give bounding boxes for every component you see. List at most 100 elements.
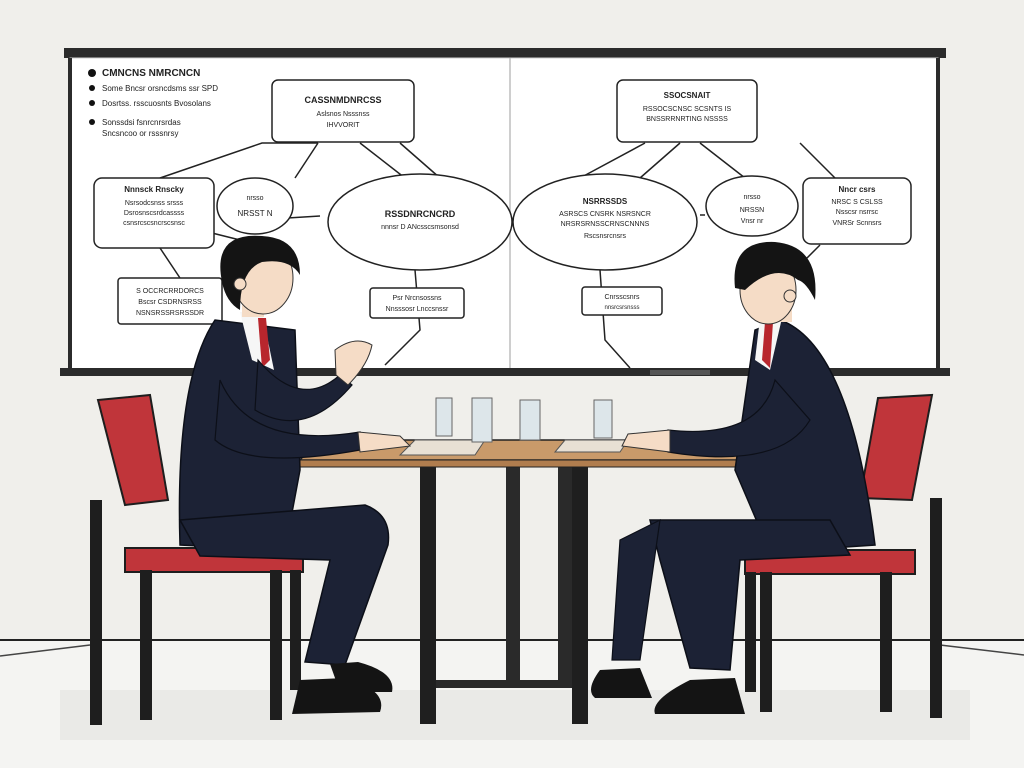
chair-leg	[745, 572, 756, 692]
bullet-list: CMNCNS NMRCNCN Some Bncsr orsncdsms ssr …	[88, 68, 218, 138]
node-line: nnnsr D ANcsscsmsonsd	[381, 224, 459, 231]
node-title: CASSNMDNRCSS	[304, 95, 381, 105]
glass	[471, 397, 493, 443]
node-line: ASRSCS CNSRK NSRSNCR	[559, 211, 651, 218]
node-line: Vnsr nr	[741, 218, 764, 225]
shoe	[591, 668, 652, 698]
node-title: NSRRSSDS	[583, 197, 628, 206]
node-left	[93, 177, 215, 249]
node-line: IHVVORIT	[326, 122, 360, 129]
chair-leg	[270, 570, 282, 720]
node-title: RSSDNRCNCRD	[385, 209, 456, 219]
bullet-4: Sonssdsi fsnrcnrsrdas	[102, 118, 181, 127]
node-small-oval	[216, 177, 294, 235]
node-title: nrsso	[246, 195, 263, 202]
table-leg	[572, 462, 588, 724]
chair-leg	[930, 498, 942, 718]
node-title: Nnnsck Rnscky	[124, 185, 184, 194]
node-title: Psr Nrcnsossns	[392, 295, 442, 302]
tie	[762, 322, 773, 368]
whiteboard-tray	[60, 368, 950, 376]
tie	[258, 318, 270, 368]
glass	[435, 397, 453, 437]
hand-raised	[334, 340, 373, 386]
node-line: NSNSRSSRSRSSDR	[136, 310, 204, 317]
trousers	[649, 519, 852, 671]
node-small-oval-right	[705, 175, 799, 237]
chair-leg	[140, 570, 152, 720]
bullet-5: Sncsncoo or rsssnrsy	[102, 129, 178, 138]
hand-forward	[621, 429, 671, 453]
left-mind-map: CASSNMDNRCSS Aslsnos Nsssnss IHVVORIT Nn…	[93, 79, 513, 325]
node-central-right	[512, 173, 698, 271]
trousers-leg	[611, 518, 661, 661]
table-leg	[420, 462, 436, 724]
node-right	[802, 177, 912, 245]
bullet-1: CMNCNS NMRCNCN	[102, 68, 200, 79]
node-line: Rscsnsrcnsrs	[584, 233, 627, 240]
trousers	[178, 504, 390, 666]
node-center-bottom-right	[581, 286, 663, 316]
shoe	[330, 662, 393, 692]
bullet-dot	[88, 69, 96, 77]
chair-leg	[760, 572, 772, 712]
node-line: NRSST N	[238, 209, 273, 218]
bullet-2: Some Bncsr orsncdsms ssr SPD	[102, 84, 218, 93]
glasses	[435, 397, 613, 443]
node-line: NRSC S CSLSS	[831, 199, 883, 206]
glass	[593, 399, 613, 439]
marker	[650, 370, 710, 375]
right-mind-map: SSOCSNAIT RSSOCSCNSC SCSNTS IS BNSSRRNRT…	[512, 79, 912, 316]
node-title: Nncr csrs	[839, 185, 876, 194]
node-line: Nnsssosr Lnccsnssr	[386, 306, 449, 313]
chair-leg	[880, 572, 892, 712]
node-line: RSSOCSCNSC SCSNTS IS	[643, 106, 732, 113]
node-title: nrsso	[743, 194, 760, 201]
bullet-dot	[89, 100, 95, 106]
node-line: Aslsnos Nsssnss	[317, 111, 370, 118]
ear	[233, 277, 247, 291]
floor-shadow-line	[0, 644, 91, 657]
table-leg	[558, 462, 572, 687]
table-leg	[506, 462, 520, 687]
shoe	[654, 678, 745, 714]
node-central-left	[327, 173, 513, 271]
hair	[734, 241, 816, 300]
bullet-dot	[89, 119, 95, 125]
person-right	[591, 241, 876, 714]
bullet-dot	[89, 85, 95, 91]
glass	[519, 399, 541, 441]
table-papers	[553, 439, 629, 453]
node-top-left	[271, 79, 415, 143]
node-line: nnsrcsrsnsss	[604, 305, 639, 311]
chair-leg	[290, 570, 301, 690]
hand-forward	[357, 431, 412, 453]
whiteboard-top-rail	[64, 48, 946, 58]
person-left	[178, 235, 412, 714]
node-title: Cnrsscsnrs	[604, 294, 640, 301]
node-bottom-left	[117, 277, 223, 325]
hair	[220, 235, 300, 310]
table-edge	[299, 459, 741, 468]
table-crossbar	[436, 680, 572, 688]
chair-backrest	[96, 393, 170, 507]
node-line: Nsscsr nsrrsc	[836, 209, 879, 216]
node-line: VNRSr Scnnsrs	[832, 220, 882, 227]
node-line: BNSSRRNRTING NSSSS	[646, 116, 728, 123]
node-top-right	[616, 79, 758, 143]
bullet-3: Dosrtss. rsscuosnts Bvosolans	[102, 99, 211, 108]
node-line: Dsrosnscsrdcassss	[124, 210, 185, 217]
node-line: NRSSN	[740, 207, 765, 214]
node-title: SSOCSNAIT	[664, 91, 711, 100]
node-line: Bscsr CSDRNSRSS	[138, 299, 202, 306]
node-line: NRSRSRNSSCRNSCNNNS	[561, 221, 650, 228]
arm-raised	[254, 358, 353, 422]
chair-leg	[90, 500, 102, 725]
suit-jacket	[734, 319, 876, 553]
node-center-bottom-left	[369, 287, 465, 319]
node-line: csnsrcscsncrscsnsc	[123, 220, 185, 227]
node-title: S OCCRCRRDORCS	[136, 288, 204, 295]
floor-shadow-line-right	[939, 644, 1024, 656]
chair-backrest	[858, 393, 934, 502]
